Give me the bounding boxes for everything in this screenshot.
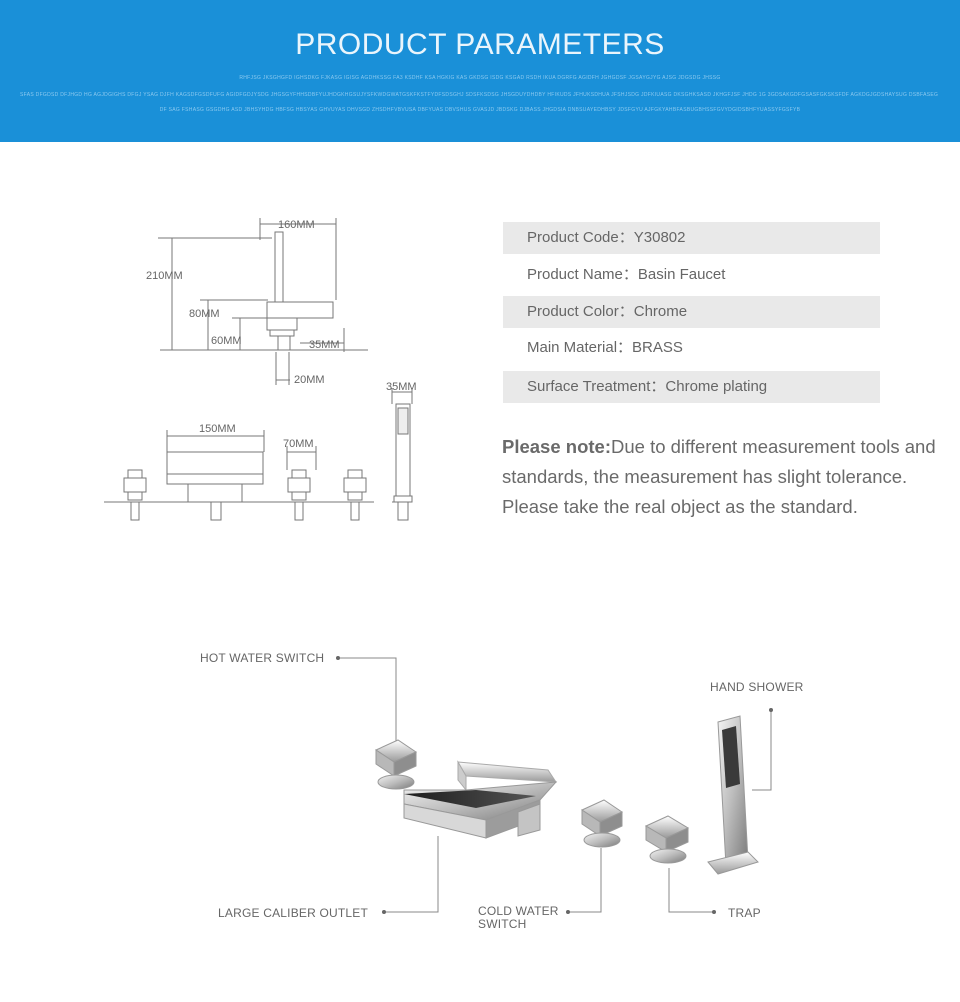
hot-water-knob: [374, 739, 418, 790]
trap-knob: [644, 815, 690, 864]
callout-large-caliber-outlet: LARGE CALIBER OUTLET: [218, 906, 369, 920]
spec-row-product-name: Product Name：Basin Faucet: [527, 266, 726, 283]
spec-label: Main Material: [527, 339, 618, 356]
banner-fine-print: DF SAG FSHASG GSGDHG ASD JBHSYHDG HBFSG …: [159, 107, 801, 113]
dim-label-60mm: 60MM: [211, 335, 242, 347]
header-banner: PRODUCT PARAMETERS RHFJSG JKSGHGFD IGHSD…: [0, 0, 960, 142]
dim-label-210mm: 210MM: [146, 270, 183, 282]
spec-row-surface-treatment: Surface Treatment：Chrome plating: [503, 371, 880, 403]
hand-shower: [707, 715, 759, 875]
spec-row-product-color: Product Color：Chrome: [503, 296, 880, 328]
dim-label-35mm-spout: 35MM: [309, 339, 340, 351]
spec-label: Product Name: [527, 266, 623, 283]
page-title: PRODUCT PARAMETERS: [295, 28, 665, 61]
spec-value: Chrome plating: [665, 378, 768, 395]
spec-label: Product Code: [527, 229, 619, 246]
spec-label: Product Color: [527, 303, 619, 320]
dim-label-35mm-shower: 35MM: [386, 381, 417, 393]
callout-hand-shower: HAND SHOWER: [710, 680, 804, 694]
cold-water-knob: [580, 799, 624, 848]
spec-label: Surface Treatment: [527, 378, 651, 395]
callout-cold-water-switch: COLD WATER SWITCH: [478, 904, 559, 931]
banner-fine-print: SFAS DFGDSD DFJHGD HG AGJDGIGHS DFGJ YSA…: [20, 92, 940, 98]
product-illustration: [336, 656, 773, 914]
spec-row-product-code: Product Code：Y30802: [503, 222, 880, 254]
note-lead: Please note:: [502, 436, 611, 457]
dimension-drawing: 160MM 210MM 80MM 60MM 35MM 20MM 35MM 150…: [104, 218, 417, 521]
banner-fine-print: RHFJSG JKSGHGFD IGHSDKG FJKASG IGISG AGD…: [239, 75, 721, 81]
dim-label-150mm: 150MM: [199, 423, 236, 435]
dim-label-160mm: 160MM: [278, 219, 315, 231]
dim-label-20mm: 20MM: [294, 374, 325, 386]
spec-value: BRASS: [632, 339, 683, 356]
callout-hot-water-switch: HOT WATER SWITCH: [200, 651, 325, 665]
waterfall-spout: [403, 760, 558, 839]
dim-label-80mm: 80MM: [189, 308, 220, 320]
note-text: Due to different measurement tools and s…: [502, 436, 936, 517]
spec-value: Y30802: [633, 229, 686, 246]
spec-value: Chrome: [633, 303, 688, 320]
spec-value: Basin Faucet: [637, 266, 726, 283]
spec-row-main-material: Main Material：BRASS: [527, 339, 683, 356]
callout-trap: TRAP: [728, 906, 761, 920]
dim-label-70mm: 70MM: [283, 438, 314, 450]
tolerance-note: Please note:Due to different measurement…: [502, 432, 957, 522]
